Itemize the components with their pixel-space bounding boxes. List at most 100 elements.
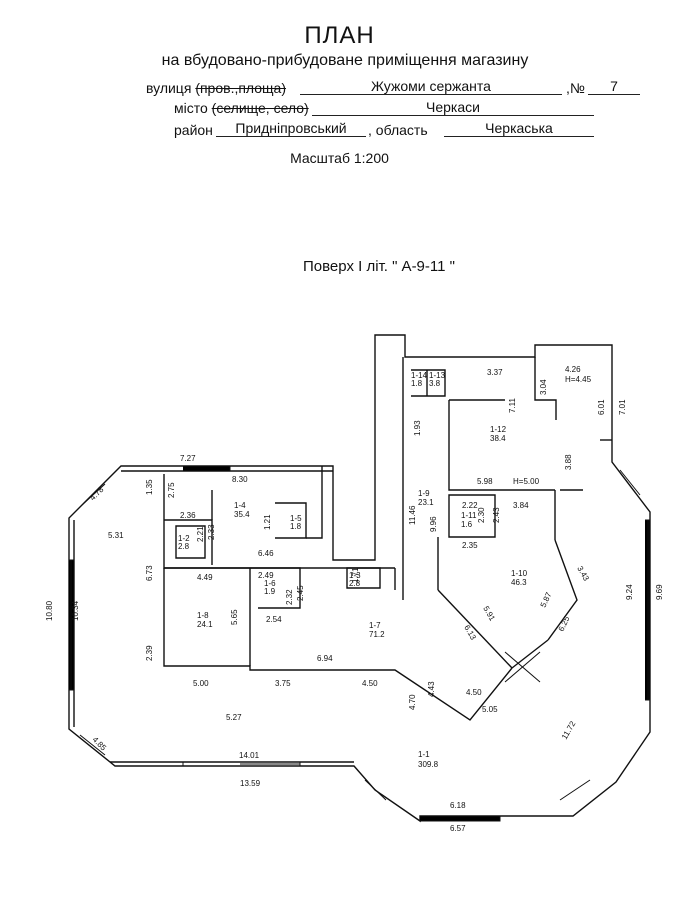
dimension-label: 14.01: [239, 751, 260, 760]
dimension-label: 4.85: [91, 735, 109, 753]
dimension-label: 1.71: [351, 567, 360, 583]
dimension-label: 1.21: [263, 514, 272, 530]
dimension-label: 10.34: [71, 600, 80, 621]
room-1-6-area: 1.9: [264, 587, 276, 596]
plan-subtitle: на вбудовано-прибудоване приміщення мага…: [161, 52, 529, 69]
dimension-labels: 7.27 8.30 4.78 1.35 2.75 2.36 2.21 2.33 …: [45, 365, 664, 833]
city-label: місто: [174, 100, 208, 116]
room-1-1-id: 1-1: [418, 750, 430, 759]
dimension-label: 8.30: [232, 475, 248, 484]
dimension-label: 5.00: [193, 679, 209, 688]
dimension-label: 5.65: [230, 609, 239, 625]
dimension-label: 2.43: [492, 507, 501, 523]
room-1-13-id: 1-13: [429, 371, 446, 380]
room-1-3-id: 1-3: [349, 571, 361, 580]
dimension-label: 5.98: [477, 477, 493, 486]
room-1-2-area: 2.8: [178, 542, 190, 551]
number-label: ,№: [566, 80, 585, 96]
dimension-label: 11.72: [560, 719, 578, 741]
dimension-label: 3.84: [513, 501, 529, 510]
room-1-4-area: 35.4: [234, 510, 250, 519]
dimension-label: 6.25: [557, 614, 572, 632]
room-1-10-id: 1-10: [511, 569, 528, 578]
dimension-label: 6.94: [317, 654, 333, 663]
region-label: , область: [368, 122, 428, 138]
dimension-label: 13.59: [240, 779, 261, 788]
plan-windows: [69, 465, 651, 822]
room-1-7-id: 1-7: [369, 621, 381, 630]
dimension-label: 2.22: [462, 501, 478, 510]
city-label-row: місто (селище, село): [174, 100, 309, 116]
room-1-3-area: 2.8: [349, 579, 361, 588]
dimension-label: H=5.00: [513, 477, 540, 486]
room-1-14-area: 1.8: [411, 379, 423, 388]
street-struck-text: (пров.,площа): [195, 80, 287, 96]
city-value: Черкаси: [312, 99, 594, 116]
room-1-13-area: 3.8: [429, 379, 441, 388]
dimension-label: 2.49: [258, 571, 274, 580]
room-labels: 1-4 35.4 1-7 71.2 1-9 23.1 1-10 46.3 1-1…: [178, 371, 528, 769]
dimension-label: 4.50: [362, 679, 378, 688]
room-1-12-area: 38.4: [490, 434, 506, 443]
dimension-label: 6.18: [450, 801, 466, 810]
dimension-label: 1.35: [145, 479, 154, 495]
dimension-label: 10.80: [45, 600, 54, 621]
number-value: 7: [588, 78, 640, 95]
dimension-label: 4.49: [197, 573, 213, 582]
dimension-label: 9.96: [429, 516, 438, 532]
dimension-label: 2.21: [196, 526, 205, 542]
room-1-2-id: 1-2: [178, 534, 190, 543]
dimension-label: 7.27: [180, 454, 196, 463]
dimension-label: 7.11: [508, 397, 517, 413]
room-1-6-id: 1-6: [264, 579, 276, 588]
dimension-label: 2.33: [207, 524, 216, 540]
dimension-label: 7.01: [618, 399, 627, 415]
room-1-8-area: 24.1: [197, 620, 213, 629]
dimension-label: 3.75: [275, 679, 291, 688]
dimension-label: 5.05: [482, 705, 498, 714]
plan-walls: [68, 334, 651, 823]
room-1-5-id: 1-5: [290, 514, 302, 523]
dimension-label: 11.46: [408, 505, 417, 525]
scale-label: Масштаб 1:200: [290, 150, 389, 166]
room-1-10-area: 46.3: [511, 578, 527, 587]
room-1-1-area: 309.8: [418, 760, 439, 769]
dimension-label: 6.57: [450, 824, 466, 833]
dimension-label: 6.13: [462, 624, 478, 642]
dimension-label: 4.70: [408, 694, 417, 710]
room-1-8-id: 1-8: [197, 611, 209, 620]
dimension-label: 1.93: [413, 420, 422, 436]
room-1-12-id: 1-12: [490, 425, 507, 434]
plan-title: ПЛАН: [304, 22, 375, 49]
dimension-label: 4.78: [88, 485, 106, 503]
dimension-label: 3.43: [575, 565, 591, 583]
street-label: вулиця: [146, 80, 192, 96]
dimension-label: 3.04: [539, 379, 548, 395]
room-1-14-id: 1-14: [411, 371, 428, 380]
dimension-label: 2.35: [462, 541, 478, 550]
street-label-row: вулиця (пров.,площа): [146, 80, 286, 96]
room-1-4-id: 1-4: [234, 501, 246, 510]
floor-label: Поверх І літ. " А-9-11 ": [303, 258, 455, 275]
dimension-label: 2.36: [180, 511, 196, 520]
room-1-5-area: 1.8: [290, 522, 302, 531]
dimension-label: H=4.45: [565, 375, 592, 384]
dimension-label: 2.30: [477, 507, 486, 523]
dimension-label: 4.43: [427, 681, 436, 697]
room-1-9-id: 1-9: [418, 489, 430, 498]
dimension-label: 9.69: [655, 584, 664, 600]
dimension-label: 4.26: [565, 365, 581, 374]
street-value: Жужоми сержанта: [300, 78, 562, 95]
dimension-label: 2.54: [266, 615, 282, 624]
room-1-11-id: 1-11: [461, 511, 477, 520]
dimension-label: 5.91: [481, 605, 497, 623]
city-struck-text: (селище, село): [211, 100, 309, 116]
dimension-label: 6.01: [597, 399, 606, 415]
room-1-9-area: 23.1: [418, 498, 434, 507]
dimension-label: 2.39: [145, 645, 154, 661]
room-1-7-area: 71.2: [369, 630, 385, 639]
dimension-label: 3.37: [487, 368, 503, 377]
dimension-label: 4.50: [466, 688, 482, 697]
dimension-label: 3.88: [564, 454, 573, 470]
dimension-label: 2.45: [296, 585, 305, 601]
